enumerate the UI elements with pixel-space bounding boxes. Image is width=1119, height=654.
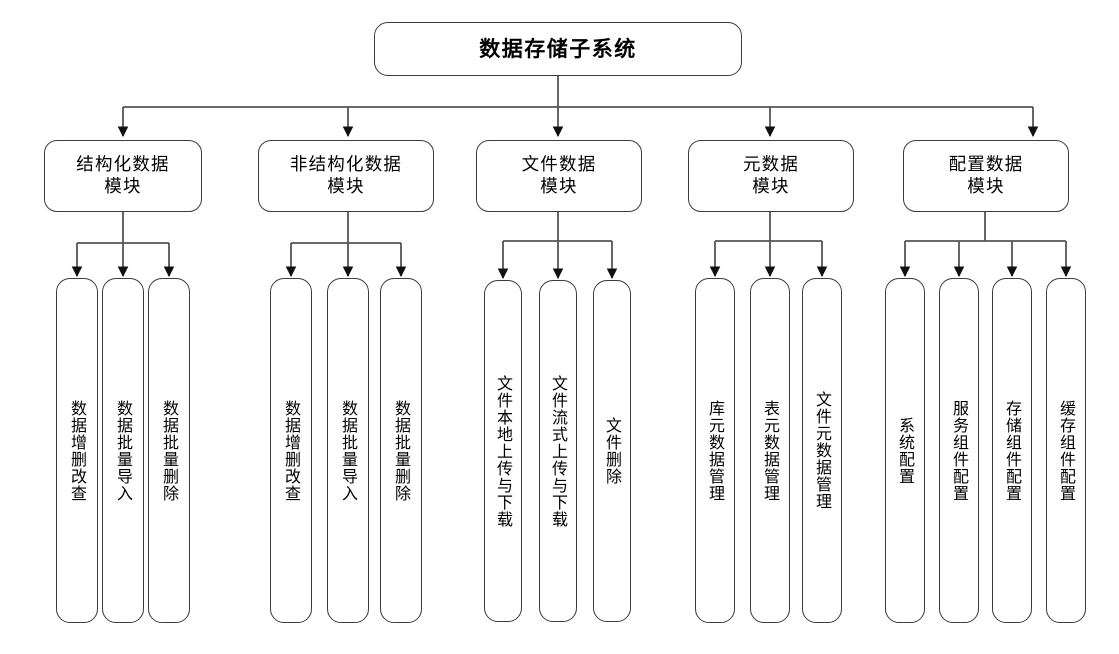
- node-module-label: 配置数据 模块: [948, 154, 1024, 197]
- node-module-metadata[interactable]: 元数据 模块: [688, 140, 854, 212]
- node-leaf-label: 服务组件配置: [949, 399, 969, 502]
- node-leaf-label: 数据增删改查: [281, 399, 301, 502]
- node-leaf-label: 存储组件配置: [1002, 399, 1022, 502]
- node-module-unstructured-data[interactable]: 非结构化数据 模块: [258, 140, 434, 212]
- node-leaf-data-crud-unstructured[interactable]: 数据增删改查: [270, 278, 312, 623]
- node-leaf-data-batch-delete-unstructured[interactable]: 数据批量删除: [380, 278, 422, 623]
- node-module-label: 文件数据 模块: [521, 154, 597, 197]
- node-leaf-cache-component-config[interactable]: 缓存组件配置: [1046, 278, 1086, 623]
- node-leaf-label: 表元数据管理: [760, 399, 780, 502]
- node-leaf-label: 数据批量删除: [391, 399, 411, 502]
- node-leaf-data-batch-import-unstructured[interactable]: 数据批量导入: [327, 278, 369, 623]
- node-module-structured-data[interactable]: 结构化数据 模块: [44, 140, 202, 212]
- node-leaf-file-delete[interactable]: 文件删除: [593, 280, 631, 622]
- node-module-label: 结构化数据 模块: [76, 154, 170, 197]
- node-leaf-label: 系统配置: [895, 416, 915, 485]
- node-leaf-data-batch-import-structured[interactable]: 数据批量导入: [102, 278, 144, 623]
- node-leaf-label: 数据批量导入: [113, 399, 133, 502]
- node-root-label: 数据存储子系统: [479, 35, 637, 61]
- node-leaf-file-local-upload-download[interactable]: 文件本地上传与下载: [484, 280, 522, 622]
- node-leaf-data-batch-delete-structured[interactable]: 数据批量删除: [148, 278, 190, 623]
- node-root-data-storage-subsystem[interactable]: 数据存储子系统: [374, 22, 742, 76]
- node-leaf-service-component-config[interactable]: 服务组件配置: [939, 278, 979, 623]
- node-module-label: 非结构化数据 模块: [289, 154, 403, 197]
- node-leaf-file-stream-upload-download[interactable]: 文件流式上传与下载: [539, 280, 577, 622]
- node-leaf-system-config[interactable]: 系统配置: [885, 278, 925, 623]
- node-module-file-data[interactable]: 文件数据 模块: [476, 140, 642, 212]
- node-leaf-storage-component-config[interactable]: 存储组件配置: [992, 278, 1032, 623]
- node-leaf-label: 数据批量删除: [159, 399, 179, 502]
- node-leaf-label: 文件流式上传与下载: [548, 374, 568, 528]
- node-module-config-data[interactable]: 配置数据 模块: [903, 140, 1069, 212]
- node-leaf-label: 文件本地上传与下载: [493, 374, 513, 528]
- node-module-label: 元数据 模块: [742, 154, 800, 197]
- node-leaf-label: 数据批量导入: [338, 399, 358, 502]
- node-leaf-label: 缓存组件配置: [1056, 399, 1076, 502]
- node-leaf-file-metadata-management[interactable]: 文件元数据管理: [802, 278, 842, 623]
- node-leaf-table-metadata-management[interactable]: 表元数据管理: [750, 278, 790, 623]
- node-leaf-database-metadata-management[interactable]: 库元数据管理: [695, 278, 735, 623]
- node-leaf-data-crud-structured[interactable]: 数据增删改查: [56, 278, 98, 623]
- node-leaf-label: 数据增删改查: [67, 399, 87, 502]
- node-leaf-label: 文件删除: [602, 417, 622, 485]
- node-leaf-label: 文件元数据管理: [812, 391, 832, 510]
- node-leaf-label: 库元数据管理: [705, 399, 725, 502]
